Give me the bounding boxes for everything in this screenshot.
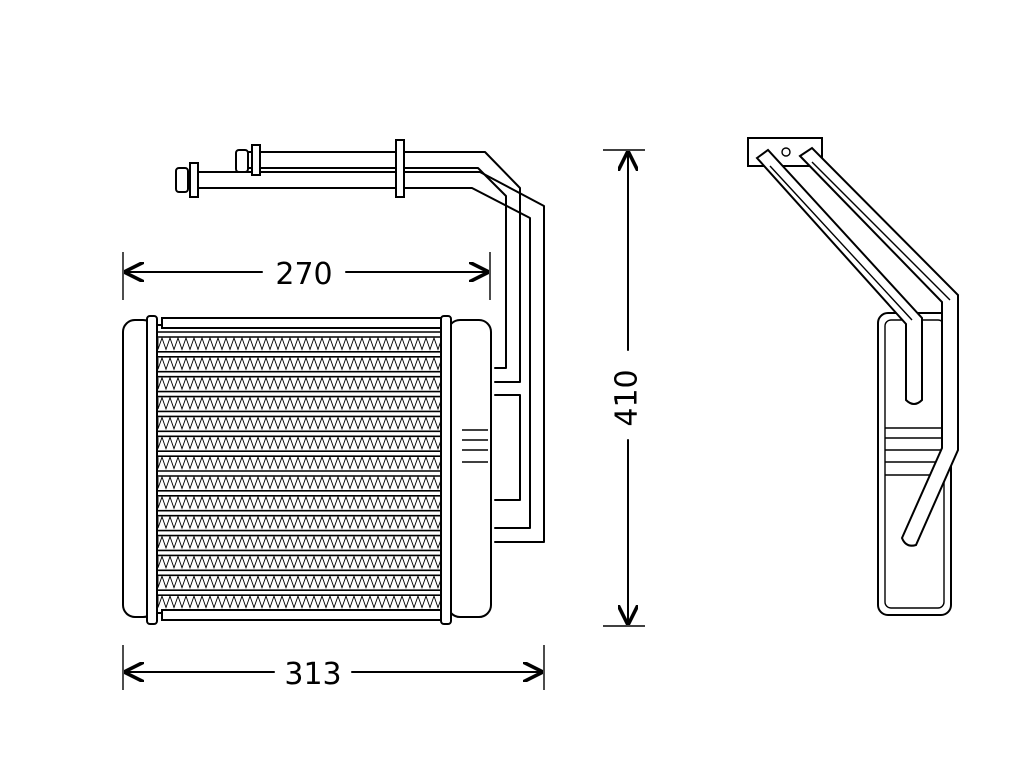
dimension-label-270: 270: [275, 257, 332, 292]
pipe-collar-upper: [251, 144, 261, 176]
dimension-label-410: 410: [610, 369, 645, 426]
core-matrix: [146, 315, 452, 625]
pipe-fitting-lower: [175, 167, 189, 193]
side-pipe-inner: [755, 148, 923, 405]
dimension-overall-width: 313: [122, 645, 545, 692]
side-view: [747, 137, 959, 616]
right-tank-ribs: [462, 429, 488, 463]
right-tank: [447, 319, 492, 618]
dimension-height: 410: [603, 149, 645, 627]
inlet-outlet-pipes: [175, 139, 545, 543]
dimension-core-width: 270: [122, 252, 491, 300]
pipe-collar-lower: [189, 162, 199, 198]
dimension-label-313: 313: [284, 657, 341, 692]
front-view: [122, 139, 545, 625]
bracket-hole: [781, 147, 791, 157]
side-pipe-outer: [798, 146, 959, 547]
pipe-fitting-upper: [235, 149, 249, 173]
pipe-clamp: [395, 139, 405, 198]
